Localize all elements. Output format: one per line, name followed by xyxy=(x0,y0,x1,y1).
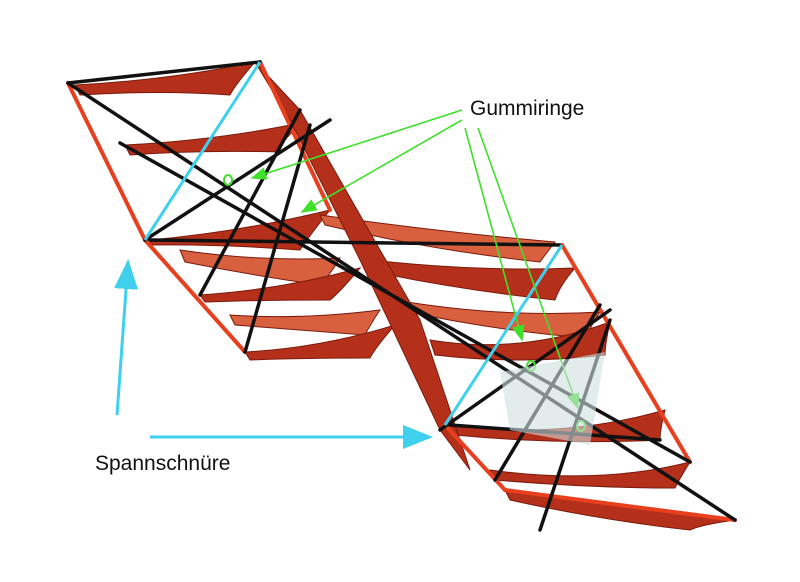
cord-arrow-up xyxy=(114,259,139,416)
label-tension-cords: Spannschnüre xyxy=(95,452,231,475)
tension-cords xyxy=(114,61,564,449)
sail-panel-highlight xyxy=(500,352,605,445)
sails xyxy=(74,61,736,531)
frame-lines xyxy=(66,60,737,522)
label-rubber-rings: Gummiringe xyxy=(470,97,585,120)
